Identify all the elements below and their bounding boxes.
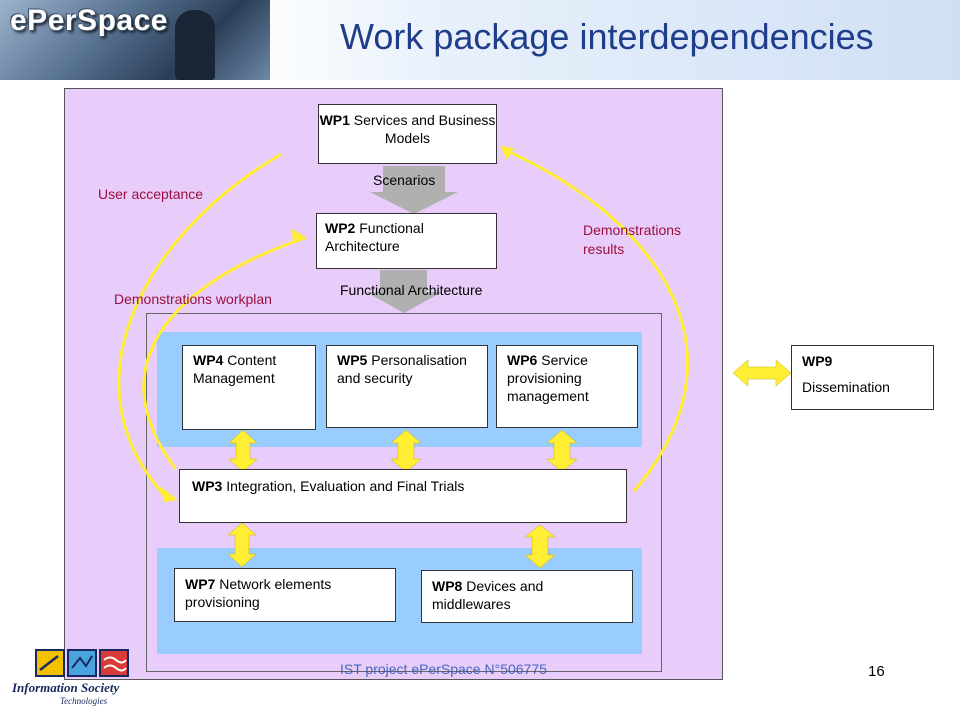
- wp6-box: WP6 Service provisioning management: [496, 345, 638, 428]
- wp7-id: WP7: [185, 576, 216, 592]
- user-acceptance-label: User acceptance: [98, 186, 204, 202]
- footer-project: IST project ePerSpace N°506775: [340, 661, 547, 677]
- wp4-id: WP4: [193, 352, 224, 368]
- slide-title: Work package interdependencies: [340, 16, 874, 57]
- demonstrations-results-label: Demonstrations results: [583, 222, 682, 257]
- wp3-text: Integration, Evaluation and Final Trials: [226, 478, 465, 494]
- wp8-text: Devices and middlewares: [432, 578, 544, 613]
- wp7-text: Network elements provisioning: [185, 576, 332, 611]
- ist-logo-line1: Information Society: [12, 680, 120, 695]
- wp1-box: WP1 Services and Business Models: [318, 104, 497, 164]
- brand-logo: ePerSpace: [10, 4, 168, 37]
- header-photo: [0, 0, 270, 80]
- wp2-text: Functional Architecture: [325, 220, 424, 255]
- wp7-box: WP7 Network elements provisioning: [174, 568, 396, 622]
- wp3-box: WP3 Integration, Evaluation and Final Tr…: [179, 469, 627, 523]
- wp5-id: WP5: [337, 352, 368, 368]
- wp1-id: WP1: [319, 112, 350, 128]
- wp4-text: Content Management: [193, 352, 277, 387]
- wp9-horizontal-arrow: [732, 359, 792, 387]
- wp9-text: Dissemination: [802, 379, 890, 396]
- wp1-text: Services and Business Models: [353, 112, 496, 147]
- wp8-id: WP8: [432, 578, 463, 594]
- wp9-id: WP9: [802, 353, 833, 369]
- wp4-box: WP4 Content Management: [182, 345, 316, 430]
- page-number: 16: [868, 663, 885, 680]
- wp3-id: WP3: [192, 478, 223, 494]
- wp2-box: WP2 Functional Architecture: [316, 213, 497, 269]
- scenarios-label: Scenarios: [373, 172, 436, 188]
- wp2-id: WP2: [325, 220, 356, 236]
- functional-architecture-label: Functional Architecture: [340, 282, 483, 298]
- wp6-text: Service provisioning management: [507, 352, 589, 405]
- wp5-box: WP5 Personalisation and security: [326, 345, 488, 428]
- ist-logo-line2: Technologies: [60, 696, 108, 706]
- wp6-id: WP6: [507, 352, 538, 368]
- wp5-text: Personalisation and security: [337, 352, 467, 387]
- demonstrations-workplan-label: Demonstrations workplan: [114, 291, 272, 307]
- wp8-box: WP8 Devices and middlewares: [421, 570, 633, 623]
